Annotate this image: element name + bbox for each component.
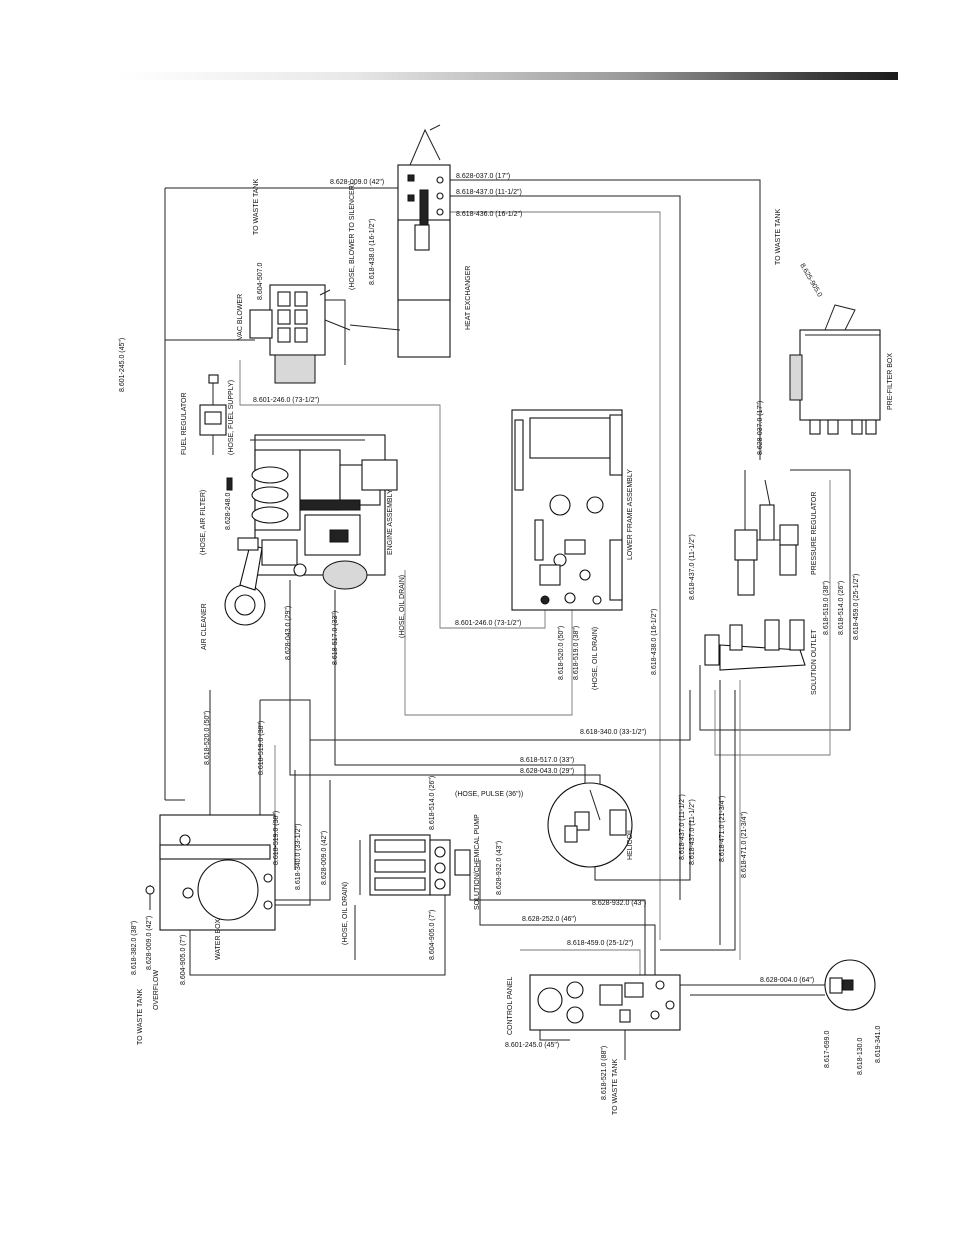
hose-label: 8.618-517.0 (33") [332,611,339,665]
label-to-waste-tank-right: TO WASTE TANK [775,209,782,265]
hose-label: 8.601-245.0 (45") [505,1042,559,1049]
hose-labels: 8.628-009.0 (42") 8.628-037.0 (17") 8.61… [119,173,882,1100]
label-to-waste-tank-left: TO WASTE TANK [137,989,144,1045]
part-label: 8.619-341.0 [875,1026,882,1063]
label-vac-blower: VAC BLOWER [237,294,244,340]
hose-label: 8.618-514.0 (26") [838,581,845,635]
label-pressure-regulator: PRESSURE REGULATOR [811,492,818,575]
label-hose-oil-drain-engine: (HOSE, OIL DRAIN) [399,575,406,638]
label-fuel-regulator: FUEL REGULATOR [181,393,188,456]
label-hose-pulse: (HOSE, PULSE (36")) [455,791,523,798]
hose-label: 8.628-932.0 (43") [496,841,503,895]
hose-label: 8.628-037.0 (17") [456,173,510,180]
solution-chemical-pump [359,834,471,896]
hose-label: 8.618-382.0 (38") [131,921,138,975]
part-label: 8.617-699.0 [824,1031,831,1068]
label-overflow: OVERFLOW [153,970,160,1010]
hose-label: 8.618-438.0 (16-1/2") [651,609,658,675]
hose-label: 8.601-245.0 (45") [119,338,126,392]
hose-label: 8.628-037.0 (17") [757,401,764,455]
label-air-cleaner: AIR CLEANER [201,603,208,650]
hose-label: 8.618-437.0 (11-1/2") [679,794,686,860]
engine-assembly [250,434,398,590]
solution-outlet [704,619,806,671]
label-prefilter-hose: 8.625-905.0 [798,263,823,299]
label-hose-oil-drain-frame: (HOSE, OIL DRAIN) [592,627,599,690]
hose-label: 8.618-437.0 (11-1/2") [689,799,696,865]
label-helicoil: HELICOIL [627,828,634,860]
label-hose-blower-part: 8.618-438.0 (16-1/2") [369,219,376,285]
label-lower-frame-assembly: LOWER FRAME ASSEMBLY [627,469,634,560]
hose-label: 8.618-520.0 (50") [558,626,565,680]
fuel-regulator [199,374,233,491]
label-blower-part: 8.604-507.0 [257,263,264,300]
hose-label: 8.618-437.0 (11-1/2") [689,534,696,600]
label-water-box: WATER BOX [215,918,222,960]
label-hose-fuel-supply: (HOSE, FUEL SUPPLY) [228,380,235,455]
hose-label: 8.618-520.0 (50") [204,711,211,765]
water-box [145,814,276,931]
label-engine-assembly: ENGINE ASSEMBLY [387,489,394,555]
label-to-waste-tank-top: TO WASTE TANK [253,179,260,235]
hose-label: 8.618-340.0 (33-1/2") [295,824,302,890]
hose-label: 8.628-252.0 (46") [522,916,576,923]
label-solution-outlet: SOLUTION OUTLET [811,629,818,695]
vac-blower [249,284,351,384]
hose-label: 8.618-459.0 (25-1/2") [853,574,860,640]
hose-label: 8.601-246.0 (73-1/2") [253,397,319,404]
part-label: 8.618-130.0 [857,1038,864,1075]
control-panel [529,974,681,1031]
label-heat-exchanger: HEAT EXCHANGER [465,266,472,330]
hose-label: 8.618-436.0 (16-1/2") [456,211,522,218]
pressure-regulator [734,470,799,596]
header-bar [118,72,898,80]
label-hose-air-filter: (HOSE, AIR FILTER) [200,490,207,555]
hose-label: 8.618-519.0 (38") [823,581,830,635]
label-hose-blower-silencer: (HOSE, BLOWER TO SILENCER) [349,183,356,290]
hose-label: 8.618-519.0 (38") [573,626,580,680]
label-pre-filter-box: PRE-FILTER BOX [887,353,894,410]
hose-label: 8.618-471.0 (21-3/4") [719,796,726,862]
hose-label: 8.618-514.0 (26") [429,776,436,830]
label-hose-oil-drain-pump: (HOSE, OIL DRAIN) [342,882,349,945]
helicoil [547,782,633,868]
gauge-assembly [824,959,876,1011]
label-air-filter-part: 8.628-248.0 [225,493,232,530]
hose-label: 8.604-905.0 (7") [429,910,436,960]
hose-label: 8.628-932.0 (43") [592,900,646,907]
hose-label: 8.628-004.0 (64") [760,977,814,984]
hose-label: 8.628-009.0 (42") [146,916,153,970]
hose-label: 8.618-471.0 (21-3/4") [741,812,748,878]
hose-label: 8.618-437.0 (11-1/2") [456,189,522,196]
hose-label: 8.618-517.0 (33") [520,757,574,764]
label-solution-chemical-pump: SOLUTION/CHEMICAL PUMP [474,814,481,910]
label-to-waste-tank-bottom: TO WASTE TANK [612,1059,619,1115]
hose-label: 8.618-340.0 (33-1/2") [580,729,646,736]
hose-label: 8.628-009.0 (42") [321,831,328,885]
heat-exchanger [349,124,451,358]
pre-filter-box [789,304,881,435]
hose-label: 8.601-246.0 (73-1/2") [455,620,521,627]
label-control-panel: CONTROL PANEL [507,977,514,1035]
hose-label: 8.628-043.0 (29") [285,606,292,660]
hose-label: 8.618-459.0 (25-1/2") [567,940,633,947]
hose-label: 8.628-043.0 (29") [520,768,574,775]
hose-label: 8.604-905.0 (7") [180,935,187,985]
hose-label: 8.618-519.0 (38") [273,811,280,865]
hose-label: 8.618-519.0 (38") [258,721,265,775]
lower-frame-assembly [511,409,623,611]
hose-label: 8.618-521.0 (88") [601,1046,608,1100]
hose-label: 8.628-009.0 (42") [330,179,384,186]
air-cleaner [224,537,266,626]
